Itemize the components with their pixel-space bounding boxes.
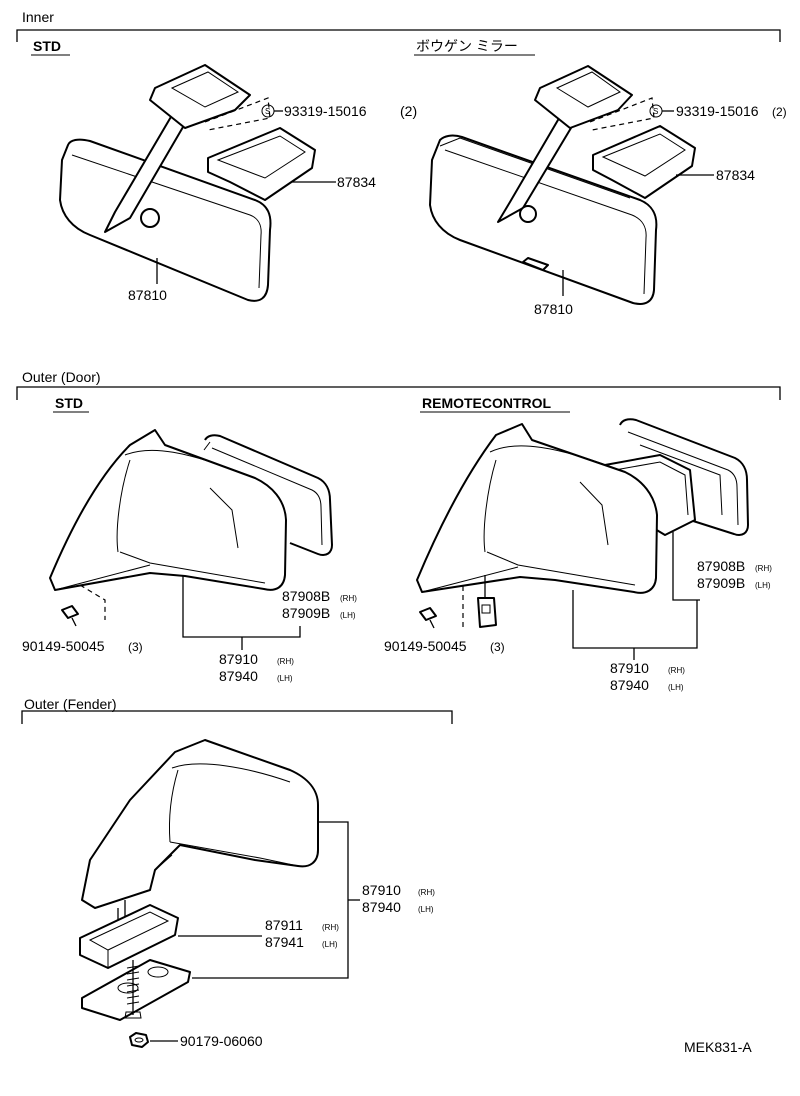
door-std-mirror-lh-side: (LH)	[277, 674, 293, 683]
fender-base-lh: 87941	[265, 934, 304, 950]
inner-std-screw-qty: (2)	[400, 103, 417, 119]
diagram-code: MEK831-A	[684, 1039, 752, 1055]
inner-antiglare-screw-qty: (2)	[772, 105, 787, 119]
door-std-mirror-drawing	[49, 429, 287, 591]
section-title-outer-door: Outer (Door)	[22, 369, 101, 385]
door-remote-screw-qty: (3)	[490, 640, 505, 654]
door-std-glass-lh: 87909B	[282, 605, 330, 621]
door-remote-mirror-lh-side: (LH)	[668, 683, 684, 692]
section-bracket-outer-door	[16, 386, 781, 400]
door-remote-glass-lh: 87909B	[697, 575, 745, 591]
door-std-glass-lh-side: (LH)	[340, 611, 356, 620]
door-std-glass-rh: 87908B	[282, 588, 330, 604]
fender-mirror-rh: 87910	[362, 882, 401, 898]
inner-antiglare-cover-part: 87834	[716, 167, 755, 183]
door-std-mirror-lh: 87940	[219, 668, 258, 684]
fender-base-lh-side: (LH)	[322, 940, 338, 949]
fender-mirror-drawing	[81, 739, 319, 909]
door-remote-glass-bracket	[672, 532, 700, 601]
fender-mirror-rh-side: (RH)	[418, 888, 435, 897]
fender-base-rh-side: (RH)	[322, 923, 339, 932]
door-remote-screw-icon	[419, 607, 437, 629]
fender-base-rh: 87911	[265, 917, 303, 933]
inner-std-cover-drawing	[207, 127, 316, 201]
inner-antiglare-mirror-part: 87810	[534, 301, 573, 317]
section-bracket-inner	[16, 29, 781, 42]
inner-antiglare-screw-part: 93319-15016	[676, 103, 759, 119]
section-bracket-outer-fender	[21, 710, 453, 724]
door-std-screw-dash	[79, 584, 106, 620]
door-std-title: STD	[55, 395, 83, 411]
fender-base-drawing	[79, 900, 179, 969]
door-remote-screw-part: 90149-50045	[384, 638, 467, 654]
inner-antiglare-title: ボウゲン ミラー	[416, 38, 518, 54]
door-remote-glass-lh-side: (LH)	[755, 581, 771, 590]
inner-antiglare-cover-drawing	[592, 125, 696, 199]
inner-std-screw-part: 93319-15016	[284, 103, 367, 119]
fender-nut-part: 90179-06060	[180, 1033, 263, 1049]
fender-mirror-lh: 87940	[362, 899, 401, 915]
door-remote-mirror-drawing	[416, 423, 658, 594]
fender-mirror-lh-side: (LH)	[418, 905, 434, 914]
fender-bolt-drawing	[124, 960, 142, 1019]
inner-antiglare-screw-mark: S	[653, 107, 658, 116]
door-remote-glass-rh: 87908B	[697, 558, 745, 574]
door-remote-mirror-rh: 87910	[610, 660, 649, 676]
door-remote-connector-drawing	[477, 575, 497, 628]
door-remote-mirror-rh-side: (RH)	[668, 666, 685, 675]
door-std-screw-part: 90149-50045	[22, 638, 105, 654]
door-std-screw-icon	[61, 605, 79, 627]
inner-std-cover-part: 87834	[337, 174, 376, 190]
fender-nut-icon	[129, 1032, 149, 1048]
door-remote-mirror-lh: 87940	[610, 677, 649, 693]
section-title-outer-fender: Outer (Fender)	[24, 696, 117, 712]
inner-std-mirror-drawing	[59, 64, 272, 302]
door-std-screw-qty: (3)	[128, 640, 143, 654]
door-remote-mirror-bracket	[572, 590, 698, 649]
door-std-glass-rh-side: (RH)	[340, 594, 357, 603]
inner-std-title: STD	[33, 38, 61, 54]
section-title-inner: Inner	[22, 9, 54, 25]
door-remote-glass-rh-side: (RH)	[755, 564, 772, 573]
inner-antiglare-mirror-drawing	[429, 65, 658, 305]
door-remote-title: REMOTECONTROL	[422, 395, 552, 411]
inner-std-mirror-part: 87810	[128, 287, 167, 303]
inner-std-screw-mark: S	[265, 107, 270, 116]
door-std-mirror-rh: 87910	[219, 651, 258, 667]
door-std-mirror-rh-side: (RH)	[277, 657, 294, 666]
